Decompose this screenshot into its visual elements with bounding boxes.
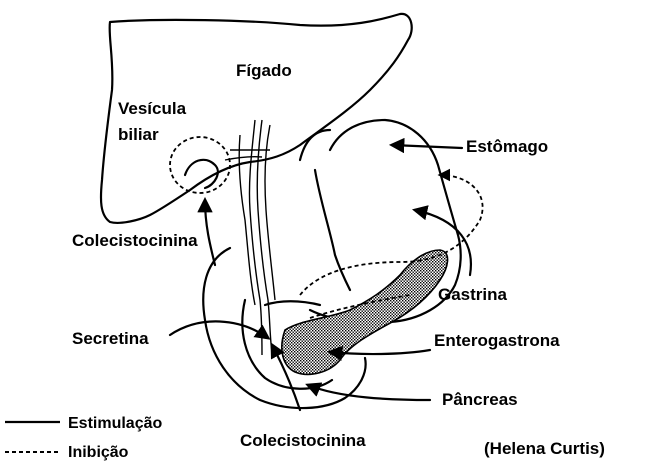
stomach-arrow [392,145,462,148]
secretin-arrow [170,321,268,338]
pancreas-body [282,250,448,374]
credit: (Helena Curtis) [484,439,605,458]
label-colecistocinina-bottom: Colecistocinina [240,431,366,450]
liver-outline [101,14,412,223]
label-estomago: Estômago [466,137,548,156]
label-vesicula: Vesícula [118,99,187,118]
pancreas-arrow [308,385,430,400]
legend-inibicao: Inibição [68,444,129,461]
label-colecistocinina-top: Colecistocinina [72,231,198,250]
bile-ducts [225,120,275,355]
label-pancreas: Pâncreas [442,390,518,409]
label-secretina: Secretina [72,329,149,348]
stomach-inner [315,170,350,290]
enterogastrone-inhibition-path [300,175,483,295]
cck-top-arrow [205,200,215,265]
label-biliar: biliar [118,125,159,144]
legend: Estimulação Inibição [5,415,162,461]
legend-estimulacao: Estimulação [68,415,162,432]
label-gastrina: Gastrina [438,285,508,304]
gallbladder [170,137,230,193]
label-figado: Fígado [236,61,292,80]
label-enterogastrona: Enterogastrona [434,331,560,350]
